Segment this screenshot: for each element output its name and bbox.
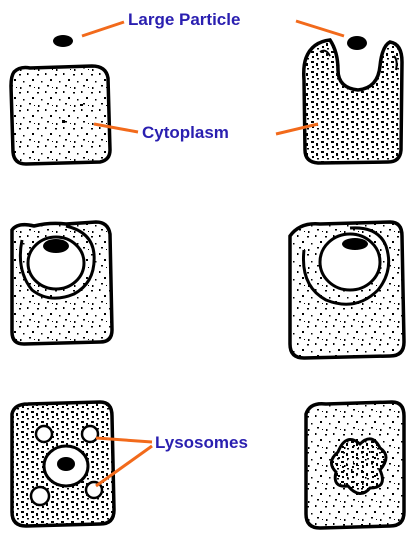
large-particle-right [347,36,367,50]
label-lysosomes: Lysosomes [155,434,248,451]
cell-stage-6 [306,402,404,528]
pointer-large-particle-left [82,22,124,36]
pointer-large-particle-right [296,21,344,36]
cell-stage-3 [12,222,112,344]
label-large-particle: Large Particle [128,11,240,28]
cell-stage-5 [12,402,114,526]
label-cytoplasm: Cytoplasm [142,124,229,141]
cell-stage-4 [290,222,404,358]
large-particle-left [53,35,73,47]
cell-stage-1 [11,66,110,164]
cell-stage-2 [304,40,402,163]
